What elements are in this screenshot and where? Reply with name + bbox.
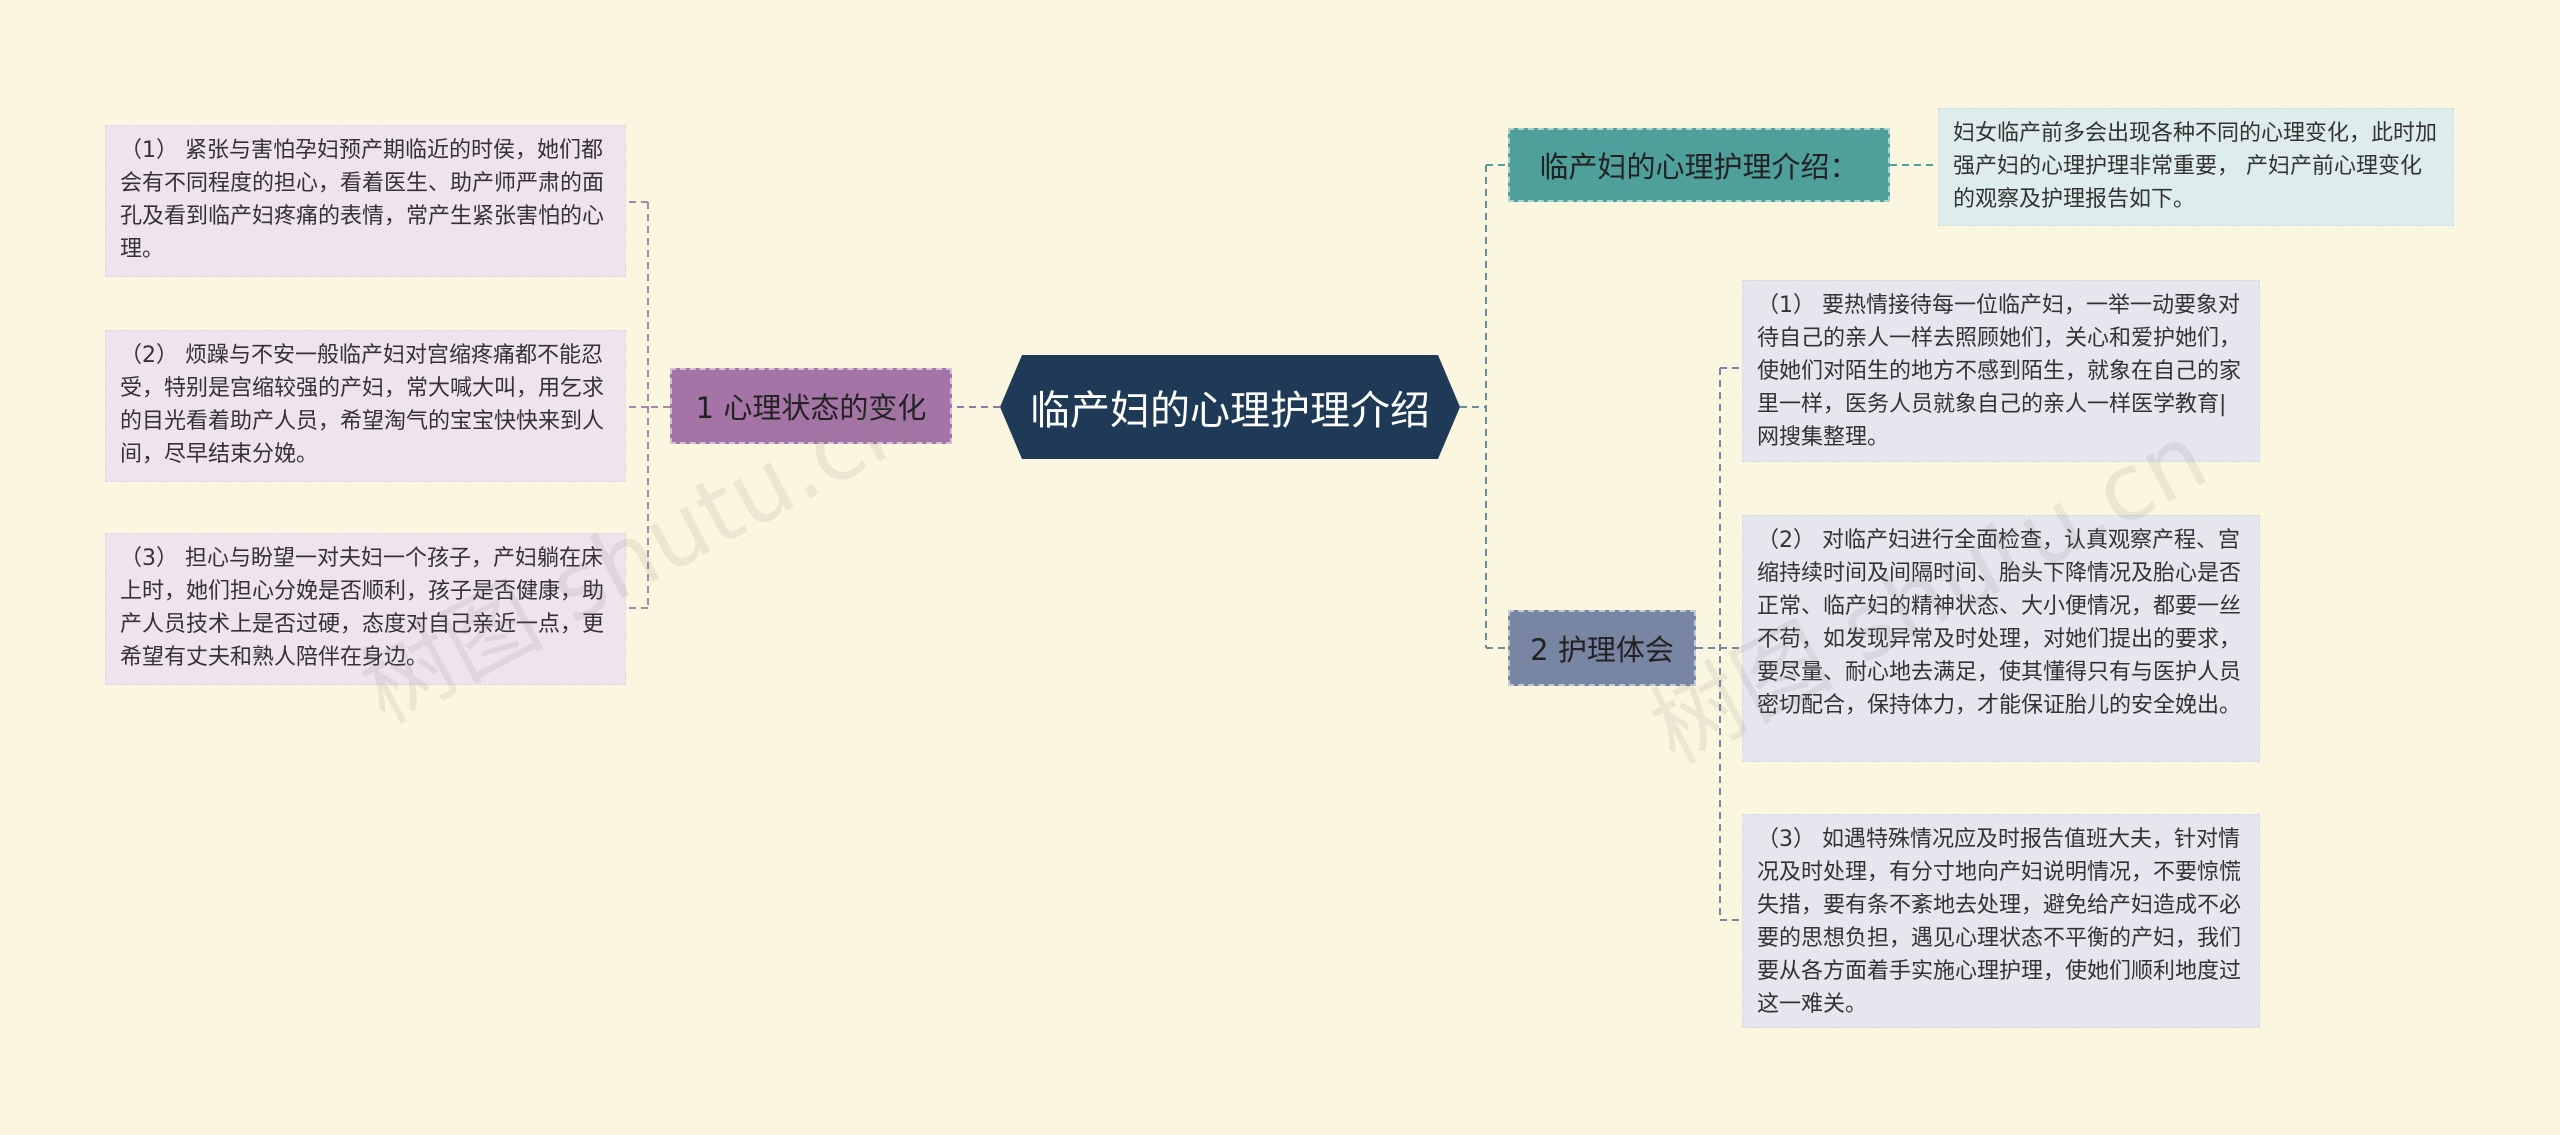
branch-intro-label: 临产妇的心理护理介绍： <box>1539 150 1859 184</box>
branch-nursing-experience-label: 2 护理体会 <box>1530 633 1674 667</box>
leaf-text: （1） 紧张与害怕孕妇预产期临近的时侯，她们都会有不同程度的担心，看着医生、助产… <box>120 138 605 262</box>
branch-intro[interactable]: 临产妇的心理护理介绍： <box>1508 128 1890 202</box>
link-center-right <box>1460 165 1487 648</box>
link-bottom-bracket <box>1696 368 1721 920</box>
leaf-full-examination[interactable]: （2） 对临产妇进行全面检查，认真观察产程、宫缩持续时间及间隔时间、胎头下降情况… <box>1742 515 2260 762</box>
leaf-text: （2） 烦躁与不安一般临产妇对宫缩疼痛都不能忍受，特别是宫缩较强的产妇，常大喊大… <box>120 343 605 467</box>
leaf-warm-reception[interactable]: （1） 要热情接待每一位临产妇，一举一动要象对待自己的亲人一样去照顾她们，关心和… <box>1742 280 2260 462</box>
leaf-text: （2） 对临产妇进行全面检查，认真观察产程、宫缩持续时间及间隔时间、胎头下降情况… <box>1757 528 2242 718</box>
leaf-intro-text[interactable]: 妇女临产前多会出现各种不同的心理变化，此时加强产妇的心理护理非常重要， 产妇产前… <box>1938 108 2454 226</box>
center-hexagon-shape <box>1000 355 1460 459</box>
branch-nursing-experience[interactable]: 2 护理体会 <box>1508 610 1696 686</box>
leaf-tension-fear[interactable]: （1） 紧张与害怕孕妇预产期临近的时侯，她们都会有不同程度的担心，看着医生、助产… <box>105 125 626 277</box>
branch-psychological-changes-label: 1 心理状态的变化 <box>695 391 927 425</box>
link-left-bracket <box>647 202 670 608</box>
leaf-text: （3） 担心与盼望一对夫妇一个孩子，产妇躺在床上时，她们担心分娩是否顺利，孩子是… <box>120 546 605 670</box>
center-topic[interactable]: 临产妇的心理护理介绍 <box>1000 355 1460 459</box>
leaf-worry-hope[interactable]: （3） 担心与盼望一对夫妇一个孩子，产妇躺在床上时，她们担心分娩是否顺利，孩子是… <box>105 533 626 685</box>
leaf-text: （3） 如遇特殊情况应及时报告值班大夫，针对情况及时处理，有分寸地向产妇说明情况… <box>1757 827 2242 1017</box>
leaf-text: 妇女临产前多会出现各种不同的心理变化，此时加强产妇的心理护理非常重要， 产妇产前… <box>1953 121 2438 212</box>
leaf-irritability[interactable]: （2） 烦躁与不安一般临产妇对宫缩疼痛都不能忍受，特别是宫缩较强的产妇，常大喊大… <box>105 330 626 482</box>
leaf-special-situations[interactable]: （3） 如遇特殊情况应及时报告值班大夫，针对情况及时处理，有分寸地向产妇说明情况… <box>1742 814 2260 1028</box>
center-topic-label: 临产妇的心理护理介绍 <box>1030 388 1430 434</box>
leaf-text: （1） 要热情接待每一位临产妇，一举一动要象对待自己的亲人一样去照顾她们，关心和… <box>1757 293 2242 450</box>
branch-psychological-changes[interactable]: 1 心理状态的变化 <box>670 368 952 444</box>
